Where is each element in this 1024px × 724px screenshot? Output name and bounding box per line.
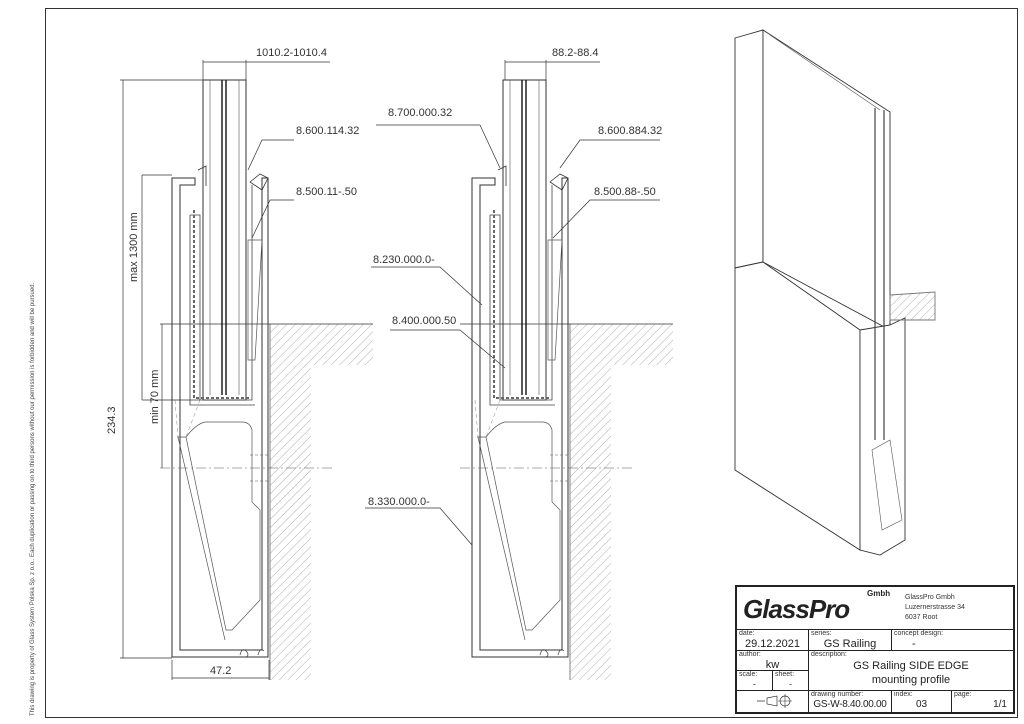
page-value: 1/1	[993, 699, 1007, 710]
sheet-value: -	[789, 679, 792, 689]
series-value: GS Railing	[823, 638, 877, 650]
description-cell: description: GS Railing SIDE EDGE mounti…	[809, 651, 1013, 691]
company-name: GlassPro Gmbh	[905, 594, 955, 601]
part-label: 8.600.884.32	[598, 125, 663, 137]
middle-glass-thickness-dimension: 88.2-88.4	[552, 47, 599, 59]
title-block: GlassPro Gmbh GlassPro Gmbh Luzernerstra…	[735, 585, 1015, 714]
company-street: Luzernerstrasse 34	[905, 604, 965, 611]
logo-suffix: Gmbh	[867, 589, 891, 598]
scale-value: -	[753, 679, 756, 689]
concept-caption: concept design:	[894, 630, 944, 637]
drawing-number-caption: drawing number:	[811, 691, 864, 698]
author-value: kw	[765, 659, 780, 671]
logo-area: GlassPro Gmbh GlassPro Gmbh Luzernerstra…	[737, 587, 1013, 630]
company-city: 6037 Root	[905, 614, 938, 621]
company-address: GlassPro Gmbh Luzernerstrasse 34 6037 Ro…	[905, 593, 965, 623]
middle-section-view	[459, 79, 674, 681]
first-angle-projection-icon	[757, 694, 792, 708]
page-cell: page: 1/1	[952, 691, 1013, 712]
series-caption: series:	[811, 630, 832, 637]
index-value: 03	[915, 699, 928, 710]
part-label: 8.500.88-.50	[594, 186, 656, 198]
series-cell: series: GS Railing	[809, 630, 892, 651]
page-caption: page:	[954, 691, 972, 698]
date-value: 29.12.2021	[744, 638, 801, 650]
part-label: 8.400.000.50	[392, 315, 457, 327]
profile-width-dimension: 47.2	[210, 665, 232, 677]
total-height-dimension: 234.3	[106, 406, 118, 434]
scale-caption: scale:	[739, 671, 758, 678]
sheet-cell: sheet: -	[773, 671, 809, 691]
part-label: 8.600.114.32	[296, 125, 360, 137]
part-label: 8.330.000.0-	[368, 496, 430, 508]
part-label: 8.700.000.32	[388, 107, 453, 119]
index-cell: index: 03	[892, 691, 952, 712]
drawing-number-cell: drawing number: GS-W-8.40.00.00	[809, 691, 892, 712]
drawing-number-value: GS-W-8.40.00.00	[813, 699, 887, 710]
author-caption: author:	[739, 651, 761, 658]
index-caption: index:	[894, 691, 913, 698]
part-label: 8.500.11-.50	[296, 186, 357, 198]
description-line-2: mounting profile	[871, 674, 951, 686]
description-caption: description:	[811, 651, 847, 658]
concept-value: -	[912, 638, 916, 650]
description-line-1: GS Railing SIDE EDGE	[853, 660, 969, 672]
author-cell: author: kw	[737, 651, 809, 671]
max-height-dimension: max 1300 mm	[128, 212, 140, 282]
company-logo: GlassPro	[743, 594, 850, 624]
isometric-view	[734, 29, 936, 556]
date-caption: date:	[739, 630, 755, 637]
scale-cell: scale: -	[737, 671, 773, 691]
projection-symbol-cell	[737, 691, 809, 712]
left-glass-thickness-dimension: 1010.2-1010.4	[256, 47, 327, 59]
drawing-frame	[45, 8, 1018, 718]
sheet-caption: sheet:	[775, 671, 795, 678]
date-cell: date: 29.12.2021	[737, 630, 809, 651]
concept-cell: concept design: -	[892, 630, 1013, 651]
min-embed-dimension: min 70 mm	[149, 369, 161, 424]
left-section-view	[159, 79, 374, 681]
part-label: 8.230.000.0-	[373, 254, 435, 266]
